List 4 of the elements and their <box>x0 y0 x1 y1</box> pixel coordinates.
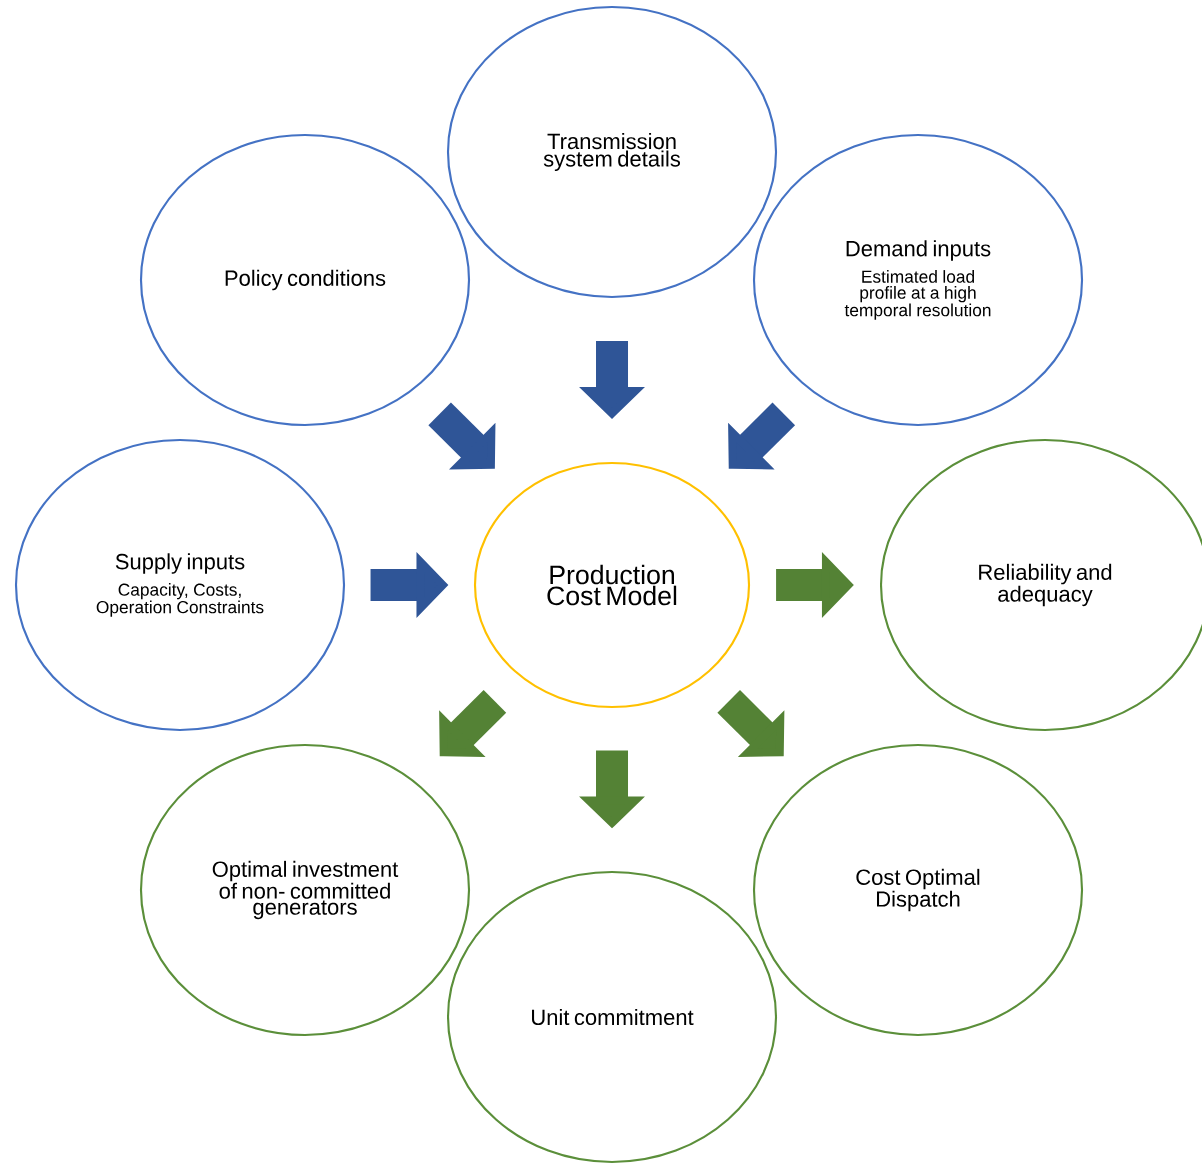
block-arrow <box>439 689 507 758</box>
block-arrow <box>728 402 796 470</box>
block-arrow <box>428 402 496 470</box>
block-arrow <box>717 689 785 757</box>
